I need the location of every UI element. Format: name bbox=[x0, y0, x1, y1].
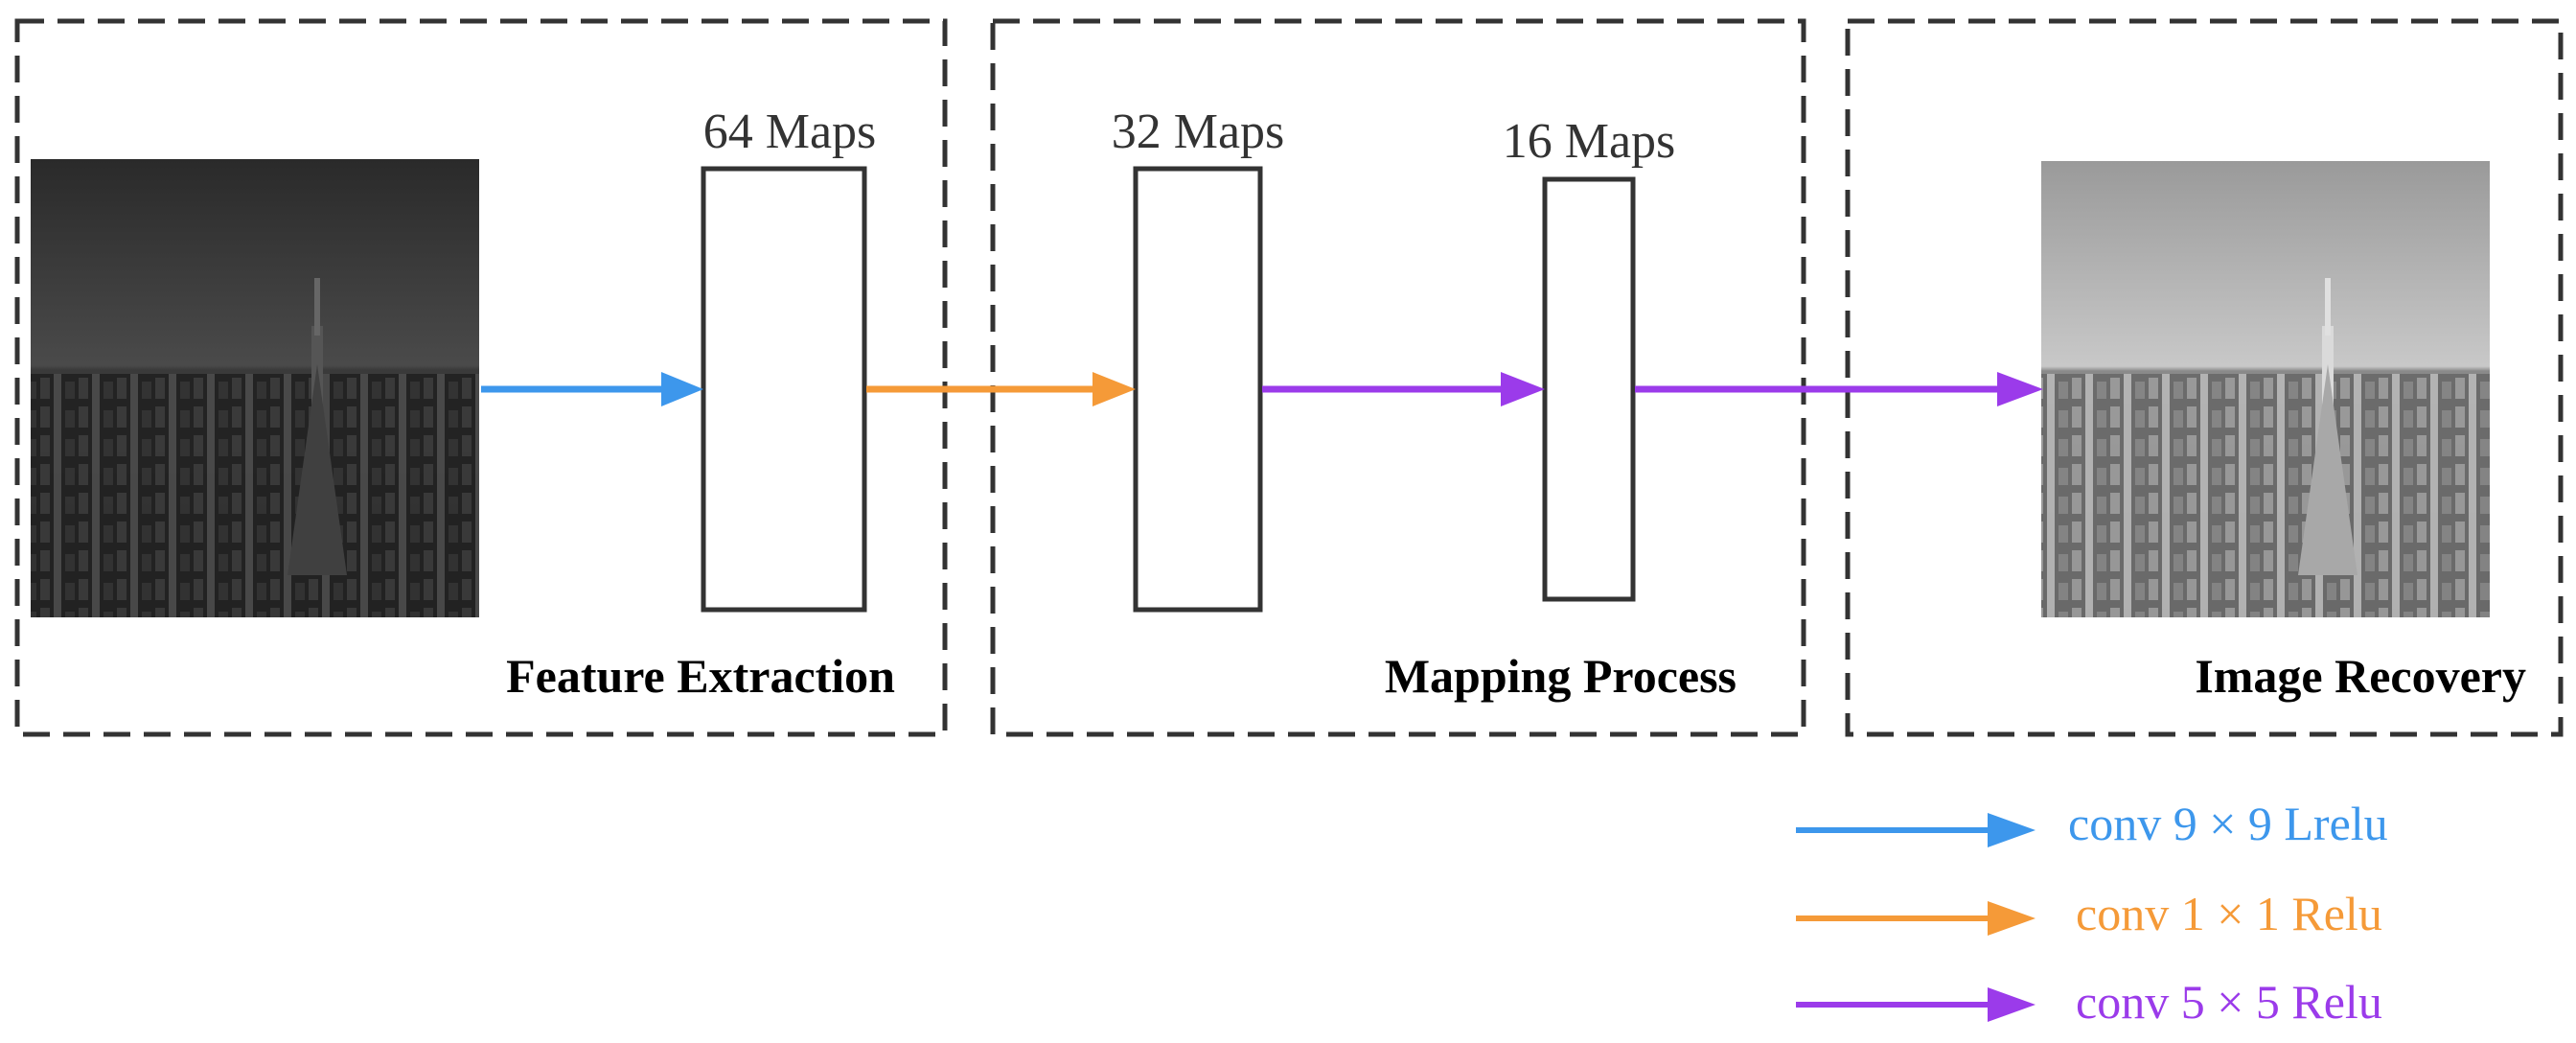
purple-arrow-2 bbox=[1635, 372, 2043, 406]
feature-map-32-box bbox=[1133, 166, 1263, 613]
image-recovery-title: Image Recovery bbox=[2195, 649, 2526, 703]
purple-arrow-1 bbox=[1262, 372, 1545, 406]
feature-map-64-box bbox=[701, 166, 867, 613]
orange-arrow bbox=[866, 372, 1136, 406]
blue-arrow bbox=[481, 372, 703, 406]
output-image bbox=[2041, 161, 2490, 617]
feature-extraction-section bbox=[14, 18, 948, 737]
layer-32-label: 32 Maps bbox=[1112, 104, 1285, 159]
legend-label-orange: conv 1 × 1 Relu bbox=[2076, 887, 2382, 940]
legend-item-purple: conv 5 × 5 Relu bbox=[1796, 975, 2382, 1029]
feature-map-16-box bbox=[1542, 176, 1636, 602]
image-recovery-section bbox=[1845, 18, 2564, 737]
input-image bbox=[31, 159, 479, 617]
feature-extraction-title: Feature Extraction bbox=[506, 649, 895, 703]
legend-label-blue: conv 9 × 9 Lrelu bbox=[2068, 797, 2388, 850]
legend-item-blue: conv 9 × 9 Lrelu bbox=[1796, 797, 2388, 850]
mapping-process-title: Mapping Process bbox=[1385, 649, 1736, 703]
legend: conv 9 × 9 Lrelu conv 1 × 1 Relu conv 5 … bbox=[1796, 797, 2388, 1029]
layer-16-label: 16 Maps bbox=[1503, 114, 1676, 169]
layer-64-label: 64 Maps bbox=[703, 104, 877, 159]
mapping-process-section bbox=[990, 18, 1806, 737]
legend-label-purple: conv 5 × 5 Relu bbox=[2076, 975, 2382, 1029]
legend-item-orange: conv 1 × 1 Relu bbox=[1796, 887, 2382, 940]
